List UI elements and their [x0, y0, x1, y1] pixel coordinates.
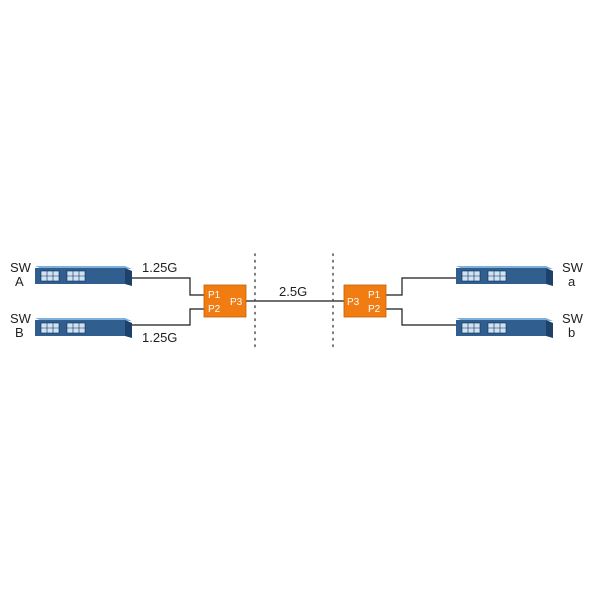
- mux-right: P3 P1 P2: [343, 284, 387, 318]
- switch-b-side: [546, 320, 553, 338]
- switch-B-side: [125, 320, 132, 338]
- link-label-left-top: 1.25G: [142, 260, 177, 275]
- mux-left: P1 P2 P3: [203, 284, 247, 318]
- wire-right-mux-p1-to-a: [384, 277, 456, 296]
- mux-right-port-p1: P1: [368, 290, 381, 301]
- switch-a-label-line1: SW: [562, 260, 584, 275]
- switch-B-label-line1: SW: [10, 311, 32, 326]
- mux-left-port-p2: P2: [208, 304, 221, 315]
- switch-b-label-line1: SW: [562, 311, 584, 326]
- switch-A-label-line1: SW: [10, 260, 32, 275]
- switch-a: [456, 266, 553, 286]
- wire-right-mux-p2-to-b: [384, 308, 456, 326]
- link-label-trunk: 2.5G: [279, 284, 307, 299]
- wire-A-to-left-mux-p1: [132, 277, 206, 296]
- mux-left-port-p1: P1: [208, 290, 221, 301]
- switch-A: [35, 266, 132, 286]
- mux-right-port-p2: P2: [368, 304, 381, 315]
- switch-B: [35, 318, 132, 338]
- mux-left-port-p3: P3: [230, 297, 243, 308]
- mux-right-port-p3: P3: [347, 297, 360, 308]
- switch-B-label-line2: B: [15, 325, 24, 340]
- switch-a-label-line2: a: [568, 274, 576, 289]
- wire-B-to-left-mux-p2: [132, 308, 206, 326]
- link-label-left-bottom: 1.25G: [142, 330, 177, 345]
- switch-A-label-line2: A: [15, 274, 24, 289]
- switch-a-side: [546, 268, 553, 286]
- switch-b: [456, 318, 553, 338]
- switch-b-label-line2: b: [568, 325, 575, 340]
- mux-left-box: [203, 284, 247, 318]
- mux-right-box: [343, 284, 387, 318]
- switch-A-side: [125, 268, 132, 286]
